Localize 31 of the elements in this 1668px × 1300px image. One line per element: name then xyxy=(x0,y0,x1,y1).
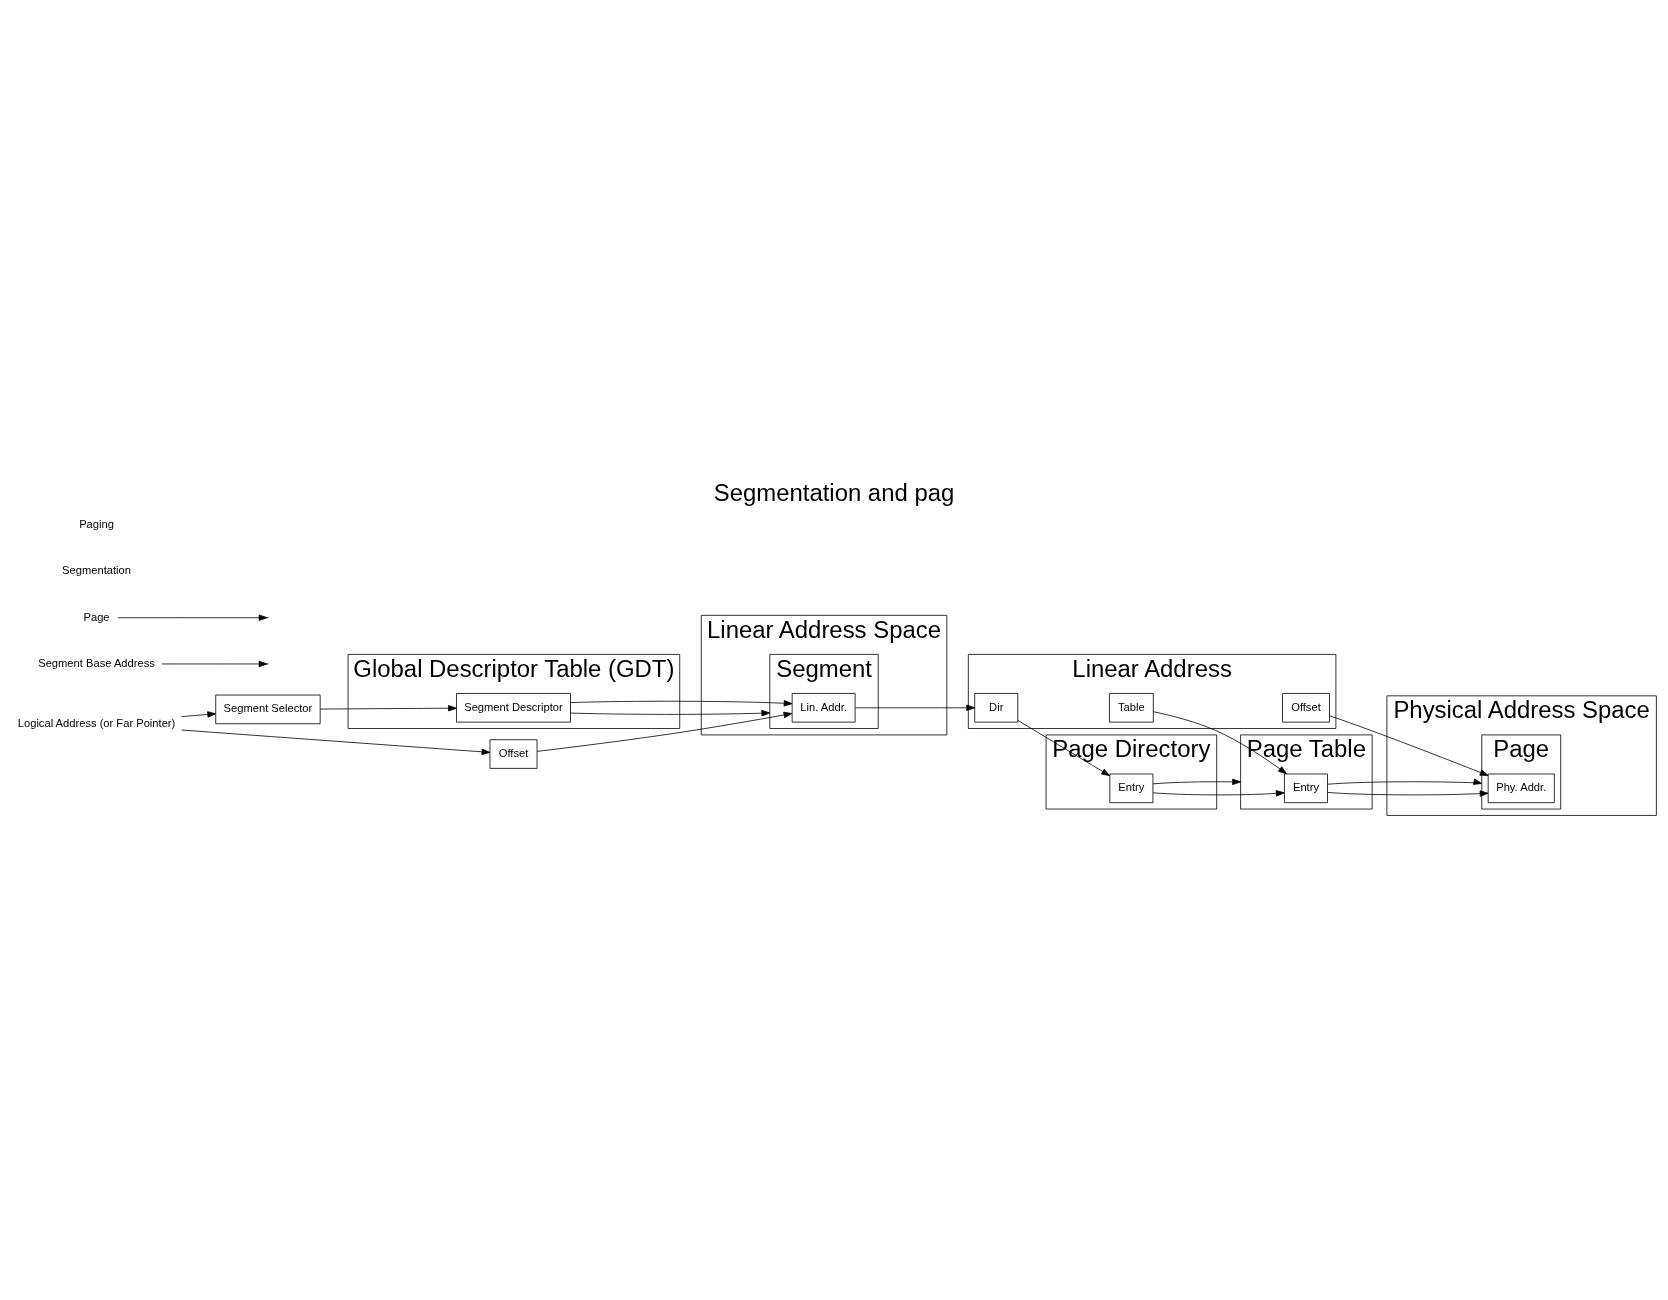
arrow xyxy=(1327,790,1489,797)
label: Paging xyxy=(79,518,114,531)
node-box: Phy. Addr. xyxy=(1487,773,1555,804)
arrow xyxy=(161,660,268,668)
label: Segmentation xyxy=(62,564,131,577)
arrow xyxy=(1152,778,1241,785)
arrow xyxy=(319,705,457,712)
arrow xyxy=(570,710,771,717)
node-text: Logical Address (or Far Pointer) xyxy=(17,716,176,729)
node-text: Page xyxy=(83,610,110,623)
arrow xyxy=(181,729,491,755)
arrow xyxy=(536,711,793,752)
arrow xyxy=(855,704,976,711)
node-box: Offset xyxy=(489,739,538,769)
node-text: Segment Base Address xyxy=(38,656,155,669)
node-box: Lin. Addr. xyxy=(791,693,856,723)
diagram-title: Segmentation and pag xyxy=(713,478,955,506)
node-box: Table xyxy=(1109,693,1154,723)
node-box: Entry xyxy=(1284,773,1328,804)
arrow xyxy=(1152,790,1285,797)
arrow xyxy=(1327,778,1483,785)
arrow xyxy=(1153,711,1287,775)
arrow xyxy=(570,700,793,707)
arrow xyxy=(1329,715,1489,776)
arrow xyxy=(117,614,268,621)
node-box: Offset xyxy=(1282,693,1330,723)
node-box: Dir xyxy=(974,693,1019,723)
node-box: Segment Descriptor xyxy=(456,693,571,723)
node-box: Entry xyxy=(1109,773,1154,804)
node-box: Segment Selector xyxy=(215,694,321,725)
arrow xyxy=(181,711,217,718)
